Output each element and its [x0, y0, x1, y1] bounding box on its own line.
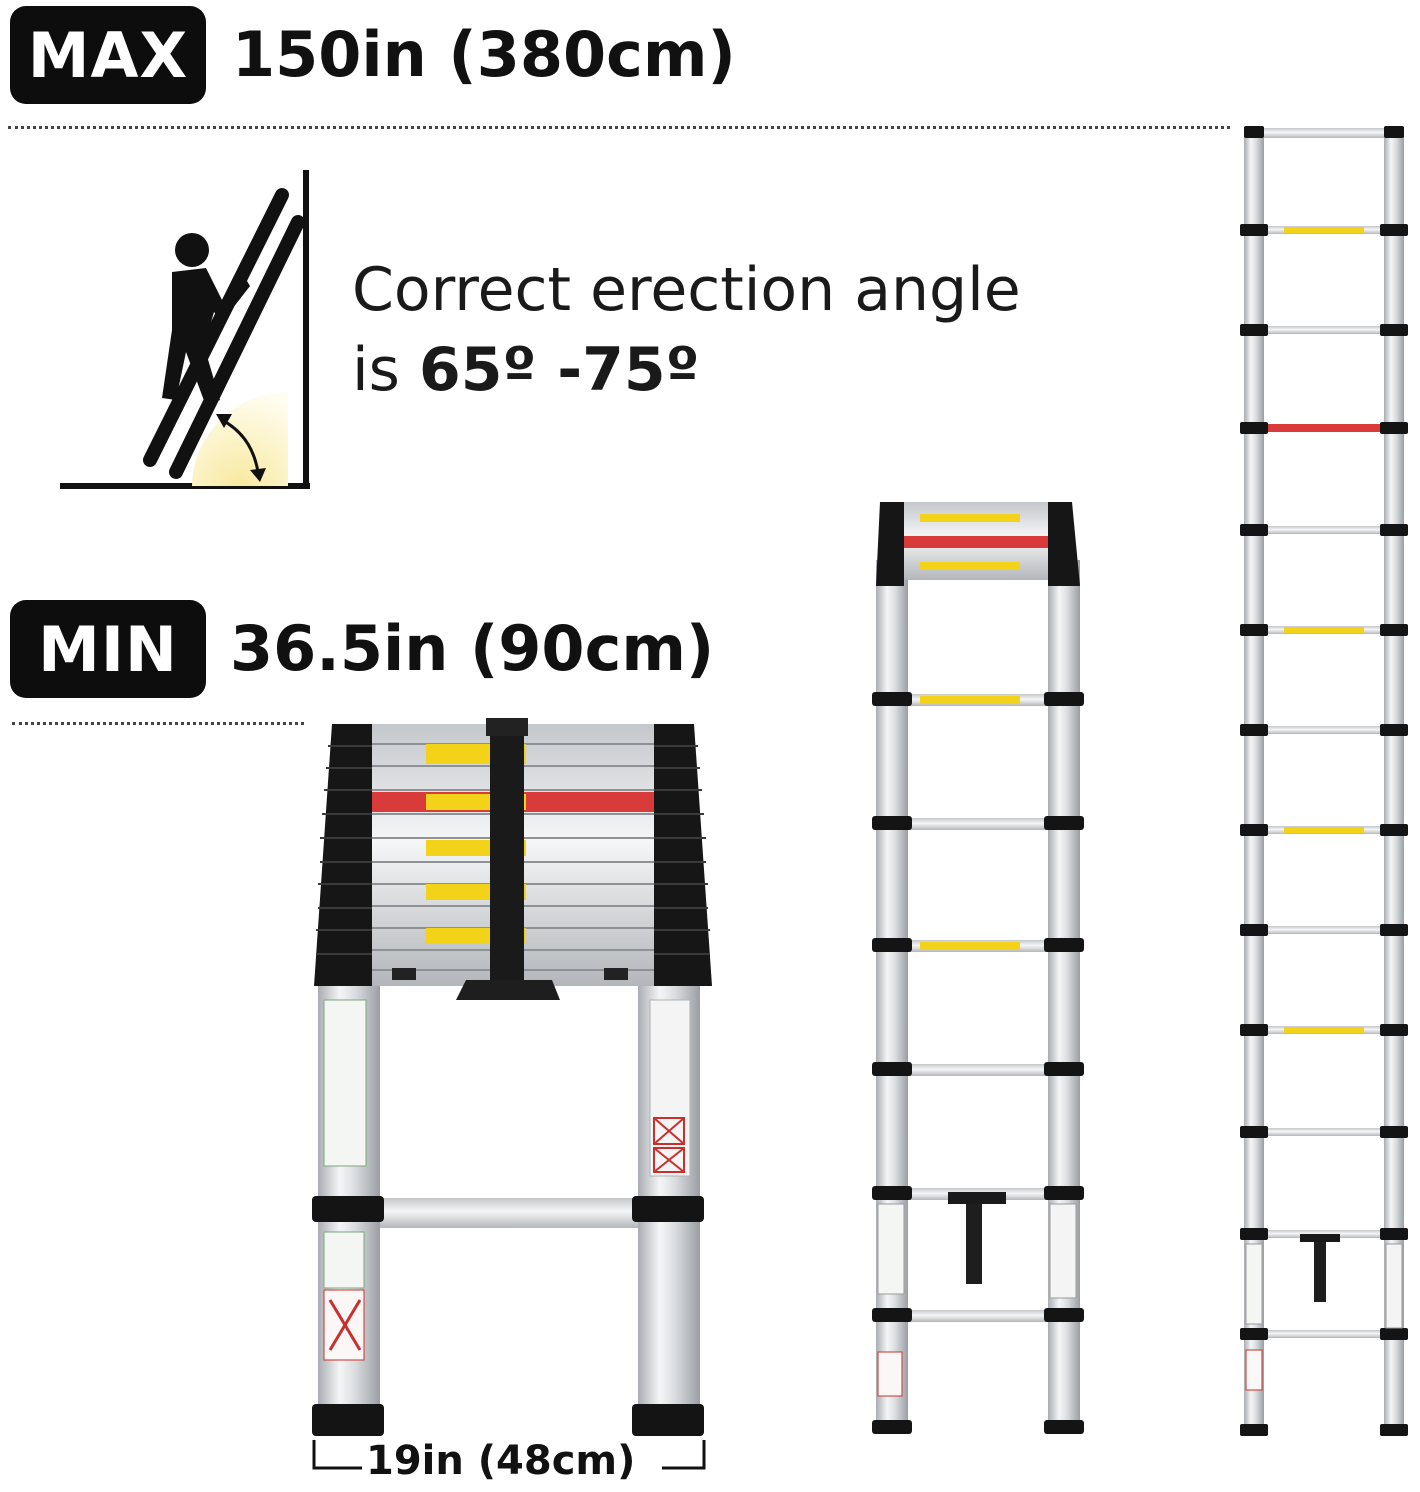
- left-foot: [312, 1404, 384, 1436]
- angle-range: 65º -75º: [419, 335, 700, 405]
- fully-extended-ladder: [1240, 126, 1408, 1436]
- left-end-caps: [314, 724, 372, 986]
- min-badge: MIN: [10, 600, 206, 698]
- carry-handle: [456, 980, 560, 1000]
- max-badge: MAX: [10, 6, 206, 104]
- width-dimension-bracket: [312, 1440, 706, 1470]
- angle-line2: is 65º -75º: [352, 335, 700, 405]
- angle-arc-icon: [216, 414, 266, 482]
- partially-extended-ladder: [872, 502, 1084, 1434]
- right-foot: [632, 1404, 704, 1436]
- angle-instruction: Correct erection angle is 65º -75º: [352, 250, 1021, 410]
- min-badge-label: MIN: [38, 612, 178, 686]
- max-divider: [8, 126, 1230, 129]
- min-divider: [12, 722, 304, 725]
- extended-rungs: [904, 694, 1050, 1322]
- climber-on-ladder-icon: [60, 170, 310, 489]
- min-height-value: 36.5in (90cm): [230, 612, 715, 685]
- max-rungs: [1262, 226, 1386, 1338]
- width-label: 19in (48cm): [366, 1438, 636, 1484]
- max-badge-label: MAX: [27, 18, 189, 92]
- right-end-caps: [654, 724, 712, 986]
- angle-line1: Correct erection angle: [352, 255, 1021, 325]
- max-height-value: 150in (380cm): [232, 18, 736, 91]
- collapsed-ladder-illustration: [312, 718, 712, 1436]
- collapsed-bottom-rung: [380, 1198, 638, 1228]
- carry-strap: [490, 718, 524, 988]
